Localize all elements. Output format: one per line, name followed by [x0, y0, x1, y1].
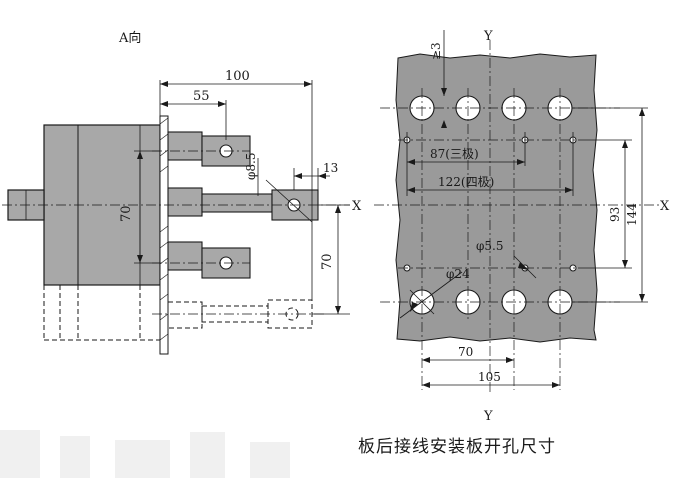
view-a-label: A向 [118, 30, 141, 46]
dim-122: 122(四极) [438, 175, 494, 189]
dim-87: 87(三极) [430, 147, 479, 161]
dim-ge3: ≥3 [429, 42, 443, 60]
hidden-lower-body [43, 285, 160, 341]
dim-55: 55 [193, 89, 210, 104]
axis-x-right: X [660, 199, 670, 214]
mounting-plate [159, 115, 169, 355]
dim-93: 93 [608, 207, 622, 222]
dim-13: 13 [323, 161, 338, 175]
terminal-top [167, 131, 251, 167]
dim-phi85: φ8.5 [244, 153, 258, 181]
side-view: A向 100 55 φ8.5 13 70 70 X [2, 30, 362, 355]
side-center-lines [2, 150, 350, 315]
dim-70-bottom: 70 [458, 345, 473, 359]
panel-cutout-view: Y Y X ≥3 87(三极) 122(四极) φ5.5 φ24 93 144 … [374, 29, 670, 424]
axis-x-left: X [352, 199, 362, 214]
dim-phi55: φ5.5 [476, 239, 504, 253]
dim-70-left: 70 [119, 205, 134, 222]
figure-caption: 板后接线安装板开孔尺寸 [358, 437, 556, 457]
axis-y-top: Y [483, 29, 493, 44]
dim-phi24: φ24 [446, 267, 470, 281]
background-silhouettes [0, 430, 290, 478]
terminal-bottom [167, 241, 251, 279]
axis-y-bottom: Y [483, 409, 493, 424]
dim-70-right: 70 [320, 253, 335, 270]
dim-144: 144 [625, 203, 639, 226]
terminal-middle [167, 187, 319, 221]
dim-100: 100 [225, 69, 250, 84]
dim-105: 105 [478, 370, 501, 384]
